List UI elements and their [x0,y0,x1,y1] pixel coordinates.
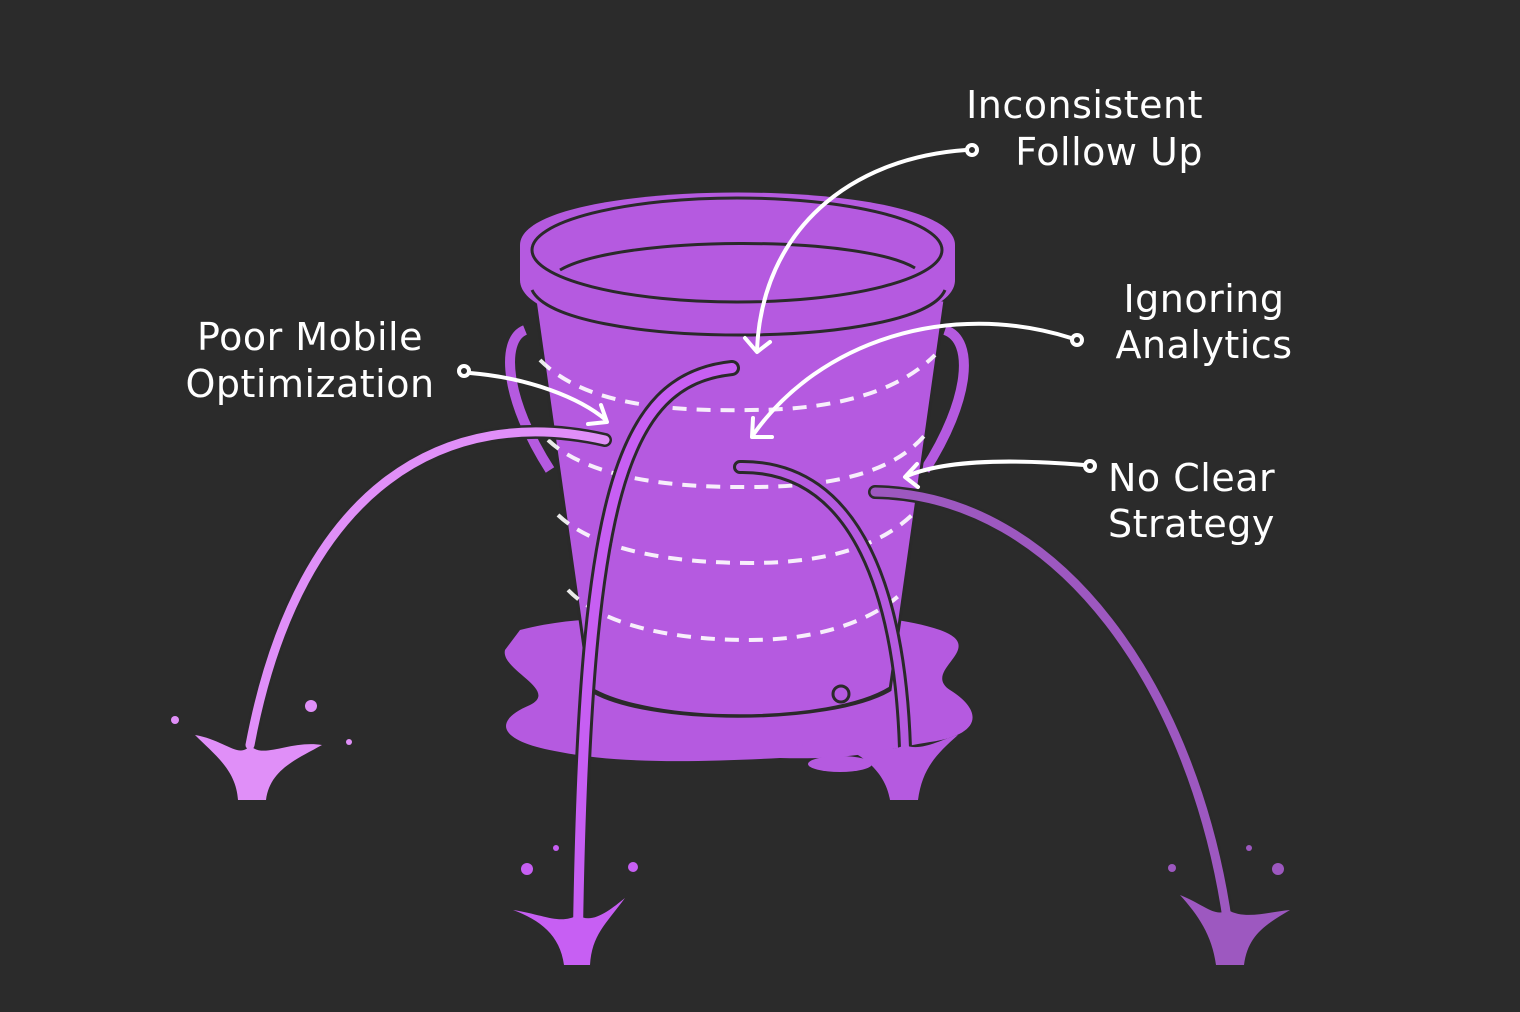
splash-right-shape [1180,895,1290,965]
bucket-rivet [831,684,851,704]
splash-middle-shape [513,898,625,965]
droplet [1168,864,1176,872]
arrow-follow-up [755,148,968,352]
label-no-clear: No Clear [1108,456,1275,500]
arrowhead-mobile [586,403,609,426]
splash-inner-right-shape [830,735,958,800]
droplet [1246,845,1252,851]
arrowhead-follow-up [743,336,772,354]
arrow-analytics [751,321,1073,437]
bucket-opening [530,196,944,304]
droplet [1272,863,1284,875]
splash-left-shape [195,735,322,800]
label-inconsistent: Inconsistent [966,83,1203,127]
splash-right [1168,845,1290,965]
leak-stream-left-fill [245,427,610,750]
bucket-handle-right [920,325,969,473]
label-optimization: Optimization [185,362,434,406]
label-ignoring: Ignoring [1123,277,1284,321]
droplet [305,700,317,712]
callout-dot-strategy [1083,459,1097,473]
arrow-mobile [468,371,608,422]
leak-stream-middle-fill [573,363,737,935]
callout-dot-mobile [457,364,471,378]
splash-left [171,700,352,800]
leak-stream-inner-right-fill [736,462,909,752]
bucket-bottom-line [589,686,891,718]
splash-middle [513,845,638,965]
callout-dot-follow-up [965,143,979,157]
level-line-4 [566,588,907,643]
arrow-strategy [905,459,1086,478]
droplet [553,845,559,851]
droplet [797,742,803,748]
callout-arrows [457,143,1097,489]
label-poor-mobile: Poor Mobile [197,315,423,359]
level-line-2 [546,433,927,490]
droplet [628,862,638,872]
label-strategy: Strategy [1108,502,1275,546]
leak-stream-right-fill [870,487,1233,930]
arrowhead-analytics [750,416,774,439]
label-analytics: Analytics [1115,323,1292,367]
level-line-1 [538,353,937,413]
bucket-rim-lower-edge [530,289,947,337]
droplet [346,739,352,745]
label-follow-up: Follow Up [1015,130,1203,174]
puddle-drop [808,756,872,772]
droplet [521,863,533,875]
arrowhead-strategy [903,462,920,489]
bucket-inner-water-line [559,242,916,272]
droplet [171,716,179,724]
callout-dot-analytics [1070,333,1084,347]
splash-inner-right [797,735,958,800]
